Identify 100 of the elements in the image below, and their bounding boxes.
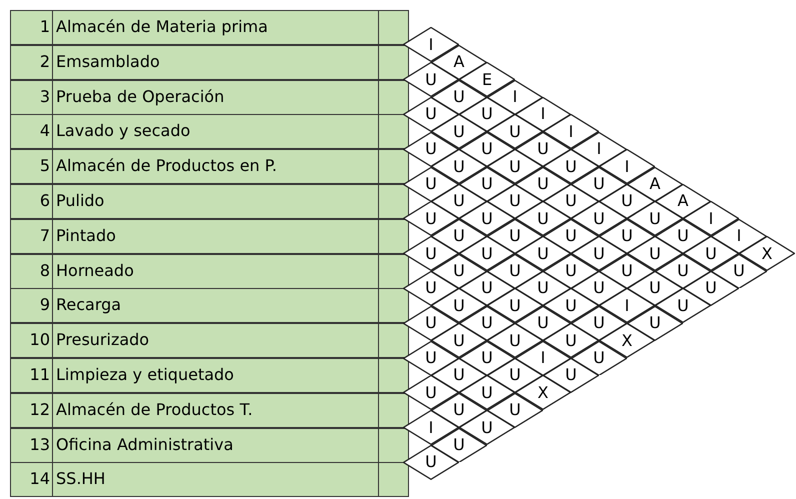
relationship-code: U <box>452 192 466 210</box>
relationship-code: U <box>424 453 438 472</box>
department-name: Emsamblado <box>52 44 379 80</box>
relationship-code: U <box>508 366 522 384</box>
relationship-code: U <box>536 244 550 263</box>
relationship-code: A <box>676 192 690 210</box>
relationship-code: U <box>620 227 634 246</box>
relationship-code: U <box>620 192 634 210</box>
relationship-code: E <box>480 70 494 89</box>
relationship-code: U <box>452 332 466 350</box>
relationship-code: U <box>704 244 718 263</box>
department-name: Oficina Administrativa <box>52 428 379 463</box>
relationship-code: U <box>508 332 522 350</box>
relationship-code: U <box>676 262 690 280</box>
relationship-code: I <box>540 105 546 124</box>
relationship-code: U <box>648 210 662 228</box>
relationship-code: U <box>480 279 494 298</box>
relationship-code: U <box>452 88 466 106</box>
department-name: Limpieza y etiquetado <box>52 358 379 393</box>
relationship-code: U <box>592 174 606 193</box>
relationship-code: U <box>452 227 466 246</box>
relationship-code: U <box>480 105 494 124</box>
department-name: Almacén de Productos en P. <box>52 149 379 184</box>
department-name: Recarga <box>52 288 379 324</box>
relationship-code: U <box>564 192 578 210</box>
row-number: 13 <box>10 428 53 463</box>
relationship-code: U <box>536 174 550 193</box>
relationship-code: U <box>480 210 494 228</box>
row-number: 5 <box>10 149 53 184</box>
relationship-code: I <box>540 348 546 367</box>
relationship-code: U <box>480 140 494 158</box>
relationship-code: U <box>452 436 466 454</box>
row-number: 4 <box>10 114 53 150</box>
relationship-code: U <box>564 332 578 350</box>
relationship-code: U <box>592 244 606 263</box>
relationship-code: U <box>592 314 606 332</box>
row-number: 12 <box>10 392 53 428</box>
department-name: Lavado y secado <box>52 114 379 150</box>
department-name: Almacén de Productos T. <box>52 392 379 428</box>
relationship-code: U <box>424 174 438 193</box>
relationship-code: I <box>624 158 630 176</box>
relationship-code: X <box>760 244 774 263</box>
relationship-code: U <box>424 70 438 89</box>
relationship-code: U <box>424 210 438 228</box>
relationship-code: I <box>624 296 630 315</box>
relationship-code: I <box>708 210 714 228</box>
row-number: 9 <box>10 288 53 324</box>
department-name: Prueba de Operación <box>52 80 379 115</box>
row-number: 6 <box>10 184 53 219</box>
relationship-code: U <box>676 227 690 246</box>
relationship-code: A <box>452 53 466 72</box>
relationship-code: U <box>508 262 522 280</box>
relationship-code: U <box>536 140 550 158</box>
relationship-code: U <box>480 418 494 437</box>
relationship-code: U <box>452 122 466 141</box>
relationship-code: U <box>424 314 438 332</box>
relationship-code: U <box>452 262 466 280</box>
relationship-code: U <box>424 279 438 298</box>
relationship-code: U <box>508 192 522 210</box>
relationship-code: I <box>596 140 602 158</box>
relationship-code: U <box>480 174 494 193</box>
relationship-code: U <box>536 210 550 228</box>
relationship-code: U <box>648 279 662 298</box>
relationship-code: U <box>508 401 522 420</box>
department-name: Almacén de Materia prima <box>52 10 379 45</box>
row-number: 8 <box>10 254 53 289</box>
relationship-code: X <box>536 384 550 402</box>
relationship-code: U <box>564 158 578 176</box>
relationship-code: U <box>508 296 522 315</box>
row-number: 1 <box>10 10 53 45</box>
relationship-code: U <box>424 348 438 367</box>
relationship-code: U <box>480 384 494 402</box>
relationship-code: U <box>564 366 578 384</box>
relationship-code: U <box>452 158 466 176</box>
relationship-code: U <box>452 296 466 315</box>
relationship-code: U <box>592 210 606 228</box>
relationship-code: U <box>508 227 522 246</box>
relationship-code: U <box>564 296 578 315</box>
row-number: 14 <box>10 462 53 498</box>
relationship-code: U <box>452 366 466 384</box>
department-name: Pintado <box>52 218 379 254</box>
relationship-code: U <box>508 158 522 176</box>
relationship-code: I <box>568 122 574 141</box>
relationship-code: A <box>648 174 662 193</box>
relationship-code: U <box>480 348 494 367</box>
relationship-code: U <box>536 314 550 332</box>
relationship-code: U <box>536 279 550 298</box>
row-number: 2 <box>10 44 53 80</box>
relationship-code: U <box>480 244 494 263</box>
relationship-code: U <box>620 262 634 280</box>
relationship-code: U <box>424 244 438 263</box>
row-number: 3 <box>10 80 53 115</box>
relationship-code: U <box>732 262 746 280</box>
relationship-code: U <box>480 314 494 332</box>
relationship-code: X <box>620 332 634 350</box>
department-name: Pulido <box>52 184 379 219</box>
relationship-code: U <box>564 262 578 280</box>
relationship-code: U <box>676 296 690 315</box>
relationship-code: U <box>508 122 522 141</box>
relationship-code: U <box>592 279 606 298</box>
